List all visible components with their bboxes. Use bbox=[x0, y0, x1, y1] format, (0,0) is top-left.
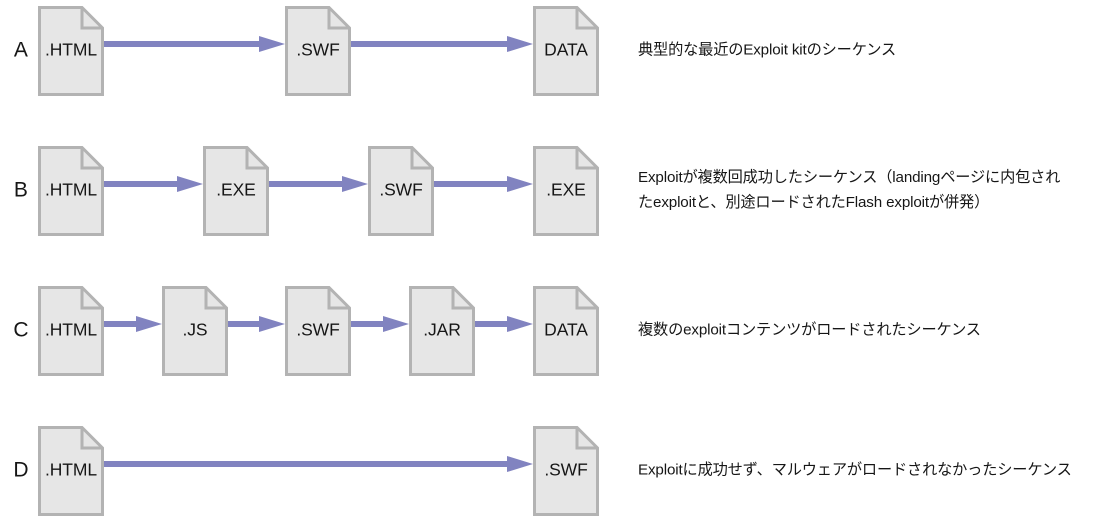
doc-node-c-2[interactable]: .JS bbox=[162, 286, 228, 376]
doc-node-label: .JS bbox=[182, 319, 208, 340]
row-label-d: D bbox=[13, 458, 29, 482]
description-line: Exploitに成功せず、マルウェアがロードされなかったシーケンス bbox=[638, 461, 1072, 479]
doc-node-b-4[interactable]: .EXE bbox=[533, 146, 599, 236]
doc-node-c-3[interactable]: .SWF bbox=[285, 286, 351, 376]
document-icon bbox=[409, 286, 475, 376]
doc-node-label: .EXE bbox=[546, 179, 586, 200]
flow-arrow bbox=[475, 315, 533, 333]
row-description-b: Exploitが複数回成功したシーケンス（landingページに内包され たex… bbox=[638, 165, 1116, 215]
doc-node-c-5[interactable]: DATA bbox=[533, 286, 599, 376]
flow-arrow bbox=[434, 175, 533, 193]
doc-node-label: .SWF bbox=[544, 459, 588, 480]
doc-node-label: .HTML bbox=[44, 319, 97, 340]
document-icon bbox=[368, 146, 434, 236]
flow-arrow bbox=[351, 315, 409, 333]
flow-arrow bbox=[104, 35, 285, 53]
doc-node-a-1[interactable]: .HTML bbox=[38, 6, 104, 96]
flow-arrow bbox=[104, 175, 203, 193]
document-icon bbox=[38, 426, 104, 516]
doc-node-a-3[interactable]: DATA bbox=[533, 6, 599, 96]
flow-arrow bbox=[269, 175, 368, 193]
doc-node-label: .SWF bbox=[296, 39, 340, 60]
sequence-row-c: C .HTML .JS .SWF bbox=[0, 280, 1120, 380]
flow-arrow bbox=[104, 315, 162, 333]
document-icon bbox=[38, 146, 104, 236]
doc-node-label: DATA bbox=[544, 39, 588, 60]
document-icon bbox=[285, 6, 351, 96]
document-icon bbox=[203, 146, 269, 236]
doc-node-label: .SWF bbox=[296, 319, 340, 340]
row-label-c: C bbox=[13, 318, 29, 342]
doc-node-label: .SWF bbox=[379, 179, 423, 200]
sequence-row-b: B .HTML .EXE .SWF bbox=[0, 140, 1120, 240]
doc-node-label: .HTML bbox=[44, 179, 97, 200]
document-icon bbox=[533, 6, 599, 96]
sequence-row-a: A .HTML .SWF DATA bbox=[0, 0, 1120, 100]
row-description-a: 典型的な最近のExploit kitのシーケンス bbox=[638, 38, 1116, 63]
doc-node-b-1[interactable]: .HTML bbox=[38, 146, 104, 236]
description-line: Exploitが複数回成功したシーケンス（landingページに内包され bbox=[638, 169, 1061, 186]
document-icon bbox=[38, 286, 104, 376]
doc-node-b-3[interactable]: .SWF bbox=[368, 146, 434, 236]
doc-node-label: .HTML bbox=[44, 459, 97, 480]
flow-arrow bbox=[228, 315, 285, 333]
doc-node-b-2[interactable]: .EXE bbox=[203, 146, 269, 236]
document-icon bbox=[533, 286, 599, 376]
doc-node-c-1[interactable]: .HTML bbox=[38, 286, 104, 376]
doc-node-d-2[interactable]: .SWF bbox=[533, 426, 599, 516]
doc-node-label: .EXE bbox=[216, 179, 256, 200]
row-label-a: A bbox=[13, 38, 29, 62]
doc-node-d-1[interactable]: .HTML bbox=[38, 426, 104, 516]
flow-arrow bbox=[104, 455, 533, 473]
document-icon bbox=[533, 146, 599, 236]
sequence-row-d: D .HTML .SWF Exploitに成功せず、マルウェアがロードされなかっ… bbox=[0, 420, 1120, 520]
doc-node-a-2[interactable]: .SWF bbox=[285, 6, 351, 96]
doc-node-label: DATA bbox=[544, 319, 588, 340]
row-label-b: B bbox=[13, 178, 29, 202]
description-line: 複数のexploitコンテンツがロードされたシーケンス bbox=[638, 321, 981, 339]
row-description-d: Exploitに成功せず、マルウェアがロードされなかったシーケンス bbox=[638, 458, 1116, 483]
description-line: 典型的な最近のExploit kitのシーケンス bbox=[638, 41, 897, 59]
document-icon bbox=[285, 286, 351, 376]
document-icon bbox=[162, 286, 228, 376]
document-icon bbox=[533, 426, 599, 516]
document-icon bbox=[38, 6, 104, 96]
doc-node-c-4[interactable]: .JAR bbox=[409, 286, 475, 376]
row-description-c: 複数のexploitコンテンツがロードされたシーケンス bbox=[638, 318, 1116, 343]
flow-arrow bbox=[351, 35, 533, 53]
doc-node-label: .HTML bbox=[44, 39, 97, 60]
description-line: たexploitと、別途ロードされたFlash exploitが併発） bbox=[638, 194, 990, 211]
doc-node-label: .JAR bbox=[423, 319, 461, 340]
